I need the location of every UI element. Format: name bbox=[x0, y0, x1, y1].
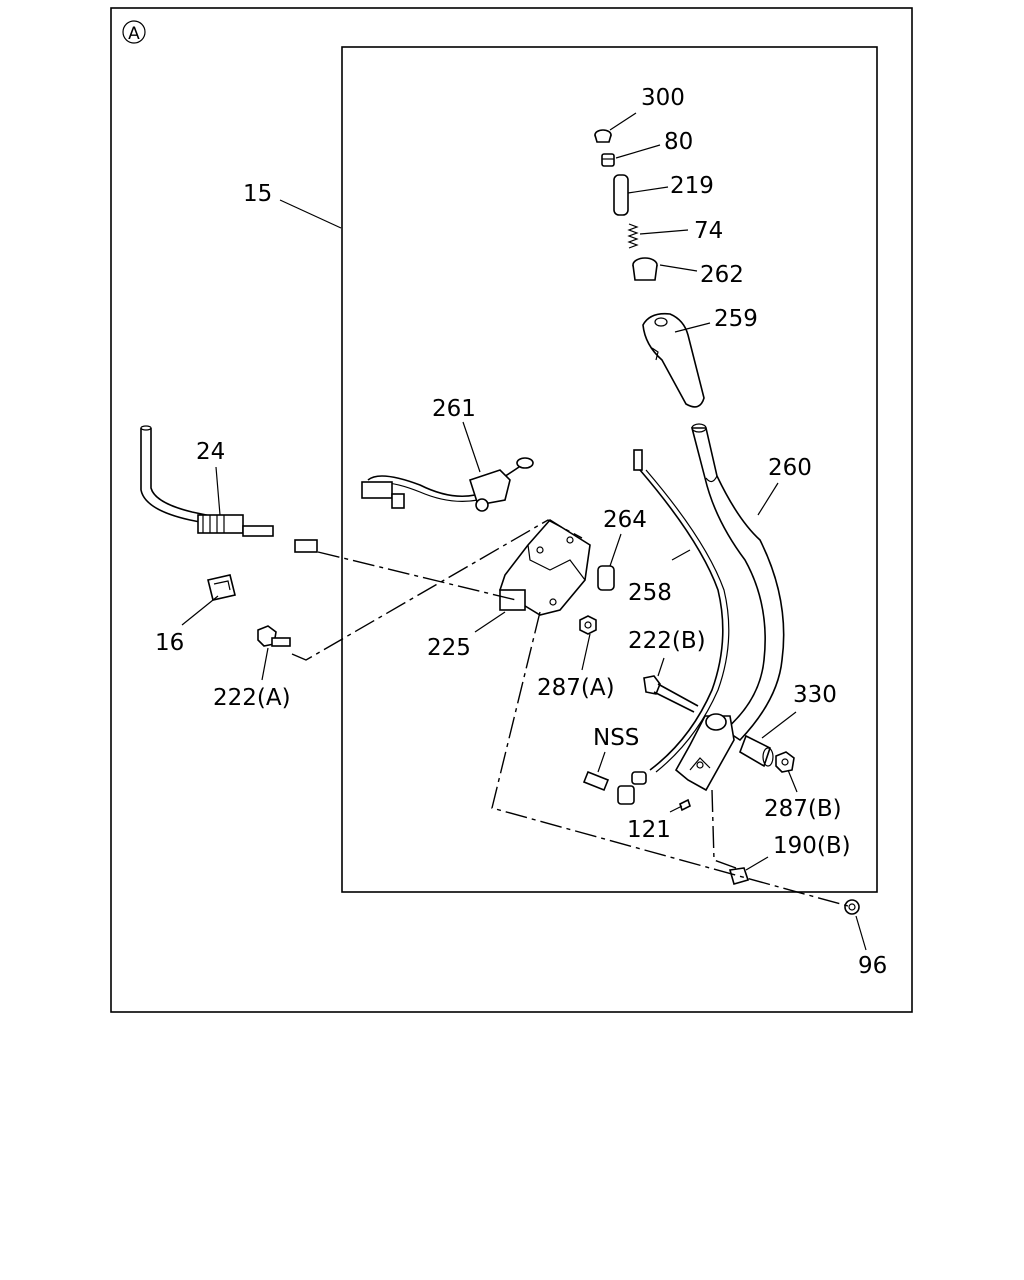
callout-264: 264 bbox=[603, 507, 647, 533]
harness-261-part bbox=[361, 457, 534, 512]
callout-259: 259 bbox=[714, 306, 758, 332]
callout-300: 300 bbox=[641, 85, 685, 111]
knob-259-part bbox=[642, 312, 705, 408]
callout-96: 96 bbox=[858, 953, 887, 979]
callout-nss: NSS bbox=[593, 725, 639, 751]
bolt-222b-part bbox=[643, 675, 699, 713]
bracket-225-part bbox=[499, 518, 591, 616]
bushing-262-part bbox=[632, 257, 658, 281]
outer-frame bbox=[110, 7, 913, 1013]
spacer-330-part bbox=[739, 734, 774, 768]
nut-287b-part bbox=[775, 751, 795, 773]
nut-96-part bbox=[844, 899, 860, 915]
callout-24: 24 bbox=[196, 439, 225, 465]
callout-260: 260 bbox=[768, 455, 812, 481]
callout-262: 262 bbox=[700, 262, 744, 288]
callout-225: 225 bbox=[427, 635, 471, 661]
callout-287b: 287(B) bbox=[764, 796, 842, 822]
callout-222a: 222(A) bbox=[213, 685, 291, 711]
assembly-line-cable bbox=[317, 551, 517, 601]
callout-261: 261 bbox=[432, 396, 476, 422]
callout-16: 16 bbox=[155, 630, 184, 656]
nut-287a-part bbox=[579, 615, 597, 635]
leader-lines bbox=[181, 112, 867, 951]
callout-258: 258 bbox=[628, 580, 672, 606]
bolt-222a-part bbox=[257, 625, 291, 647]
clip-16-part bbox=[207, 574, 236, 601]
callout-287a: 287(A) bbox=[537, 675, 615, 701]
callout-219: 219 bbox=[670, 173, 714, 199]
view-marker-letter: A bbox=[128, 24, 140, 44]
callout-190b: 190(B) bbox=[773, 833, 851, 859]
clip-190b-part bbox=[728, 867, 750, 885]
callout-222b: 222(B) bbox=[628, 628, 706, 654]
assembly-line-96 bbox=[491, 611, 849, 907]
assembly-frame bbox=[341, 46, 878, 893]
pin-219-part bbox=[613, 174, 629, 216]
callout-74: 74 bbox=[694, 218, 723, 244]
lever-260-part bbox=[690, 423, 785, 742]
bush-264-part bbox=[597, 565, 615, 591]
callout-330: 330 bbox=[793, 682, 837, 708]
cap-300-part bbox=[594, 129, 612, 143]
spring-74-part bbox=[627, 223, 639, 249]
nut-80-part bbox=[601, 153, 615, 167]
callout-15: 15 bbox=[243, 181, 272, 207]
assembly-line-190b bbox=[711, 789, 737, 869]
callout-80: 80 bbox=[664, 129, 693, 155]
pin-nss-part bbox=[582, 770, 610, 792]
rod-258-part bbox=[617, 449, 730, 805]
callout-121: 121 bbox=[627, 817, 671, 843]
cable-24-part bbox=[140, 425, 318, 553]
washer-121-part bbox=[679, 798, 691, 812]
assembly-line-222a bbox=[291, 519, 583, 661]
view-marker: A bbox=[122, 20, 146, 44]
lever-bracket-part bbox=[674, 713, 735, 792]
